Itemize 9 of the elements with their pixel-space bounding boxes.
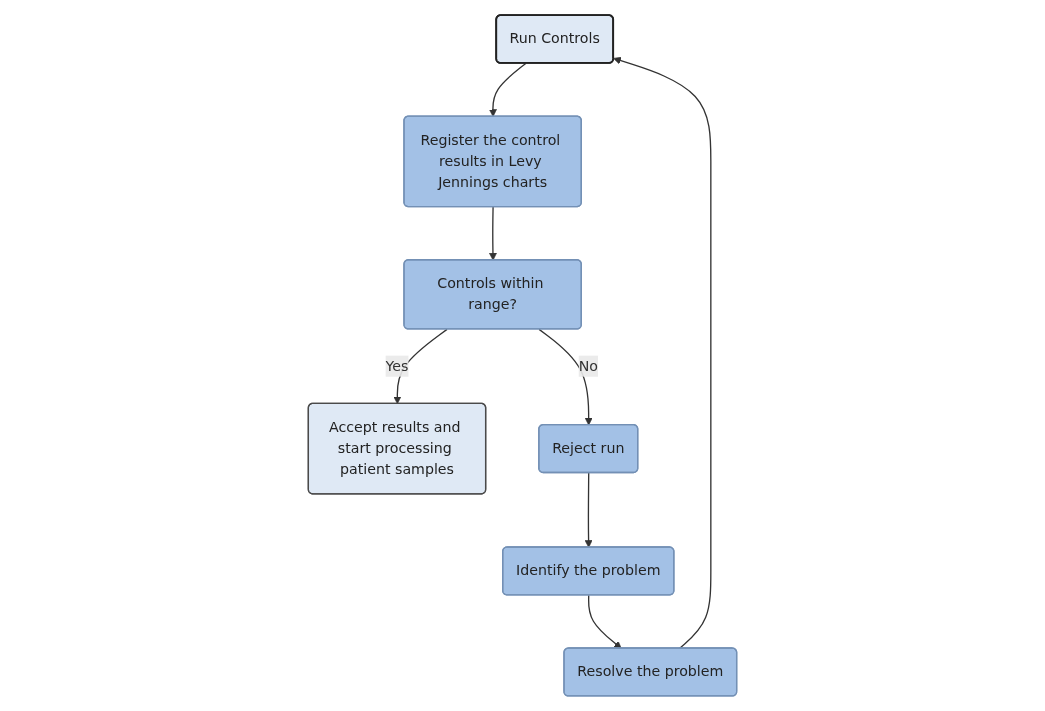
arrow bbox=[613, 56, 712, 650]
arrow bbox=[393, 328, 448, 405]
edge-label: Yes bbox=[385, 357, 409, 375]
arrow bbox=[489, 206, 497, 261]
arrow bbox=[538, 328, 593, 426]
arrow bbox=[587, 594, 622, 649]
edge-label: No bbox=[578, 357, 598, 375]
arrow bbox=[489, 62, 527, 117]
arrow bbox=[584, 472, 593, 548]
